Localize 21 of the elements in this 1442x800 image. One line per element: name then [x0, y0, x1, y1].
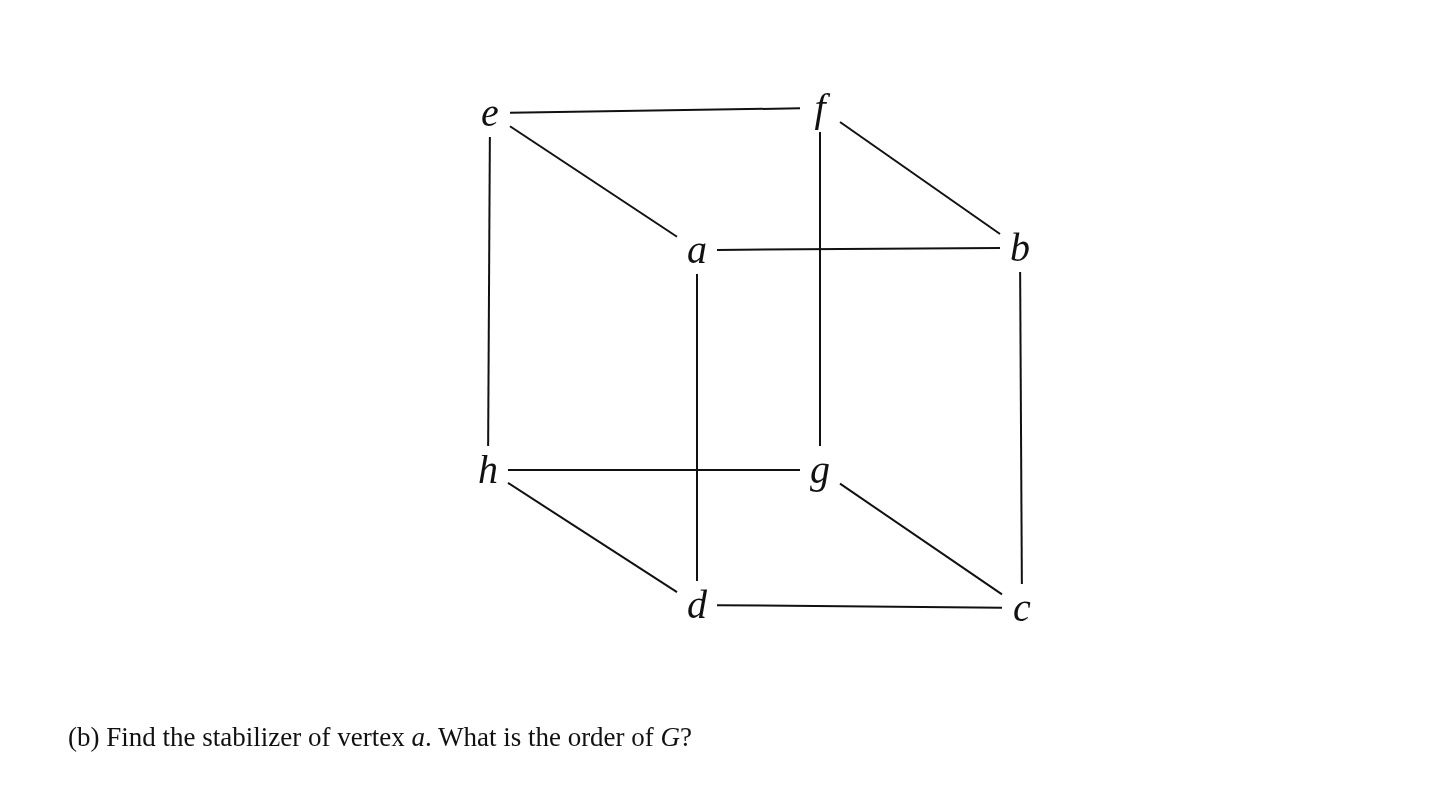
edge-line — [696, 273, 698, 582]
vertex-label: b — [1004, 226, 1036, 270]
edge-line — [819, 131, 821, 447]
caption: (b) Find the stabilizer of vertex a. What is the order of G? — [68, 722, 693, 753]
edge-line — [839, 482, 1003, 596]
edge-line — [716, 247, 1001, 251]
vertex-label: h — [472, 448, 504, 492]
vertex-label: f — [804, 86, 836, 130]
edge-line — [716, 604, 1003, 609]
vertex-label: c — [1006, 586, 1038, 630]
edge-line — [507, 481, 678, 594]
edge-line — [487, 136, 491, 447]
vertex-label: a — [681, 228, 713, 272]
vertex-label: e — [474, 91, 506, 135]
edge-line — [509, 125, 678, 238]
edge-line — [509, 107, 801, 114]
edge-line — [507, 469, 801, 471]
edge-line — [1019, 271, 1023, 585]
edge-line — [839, 121, 1001, 235]
vertex-label: d — [681, 583, 713, 627]
vertex-label: g — [804, 448, 836, 492]
